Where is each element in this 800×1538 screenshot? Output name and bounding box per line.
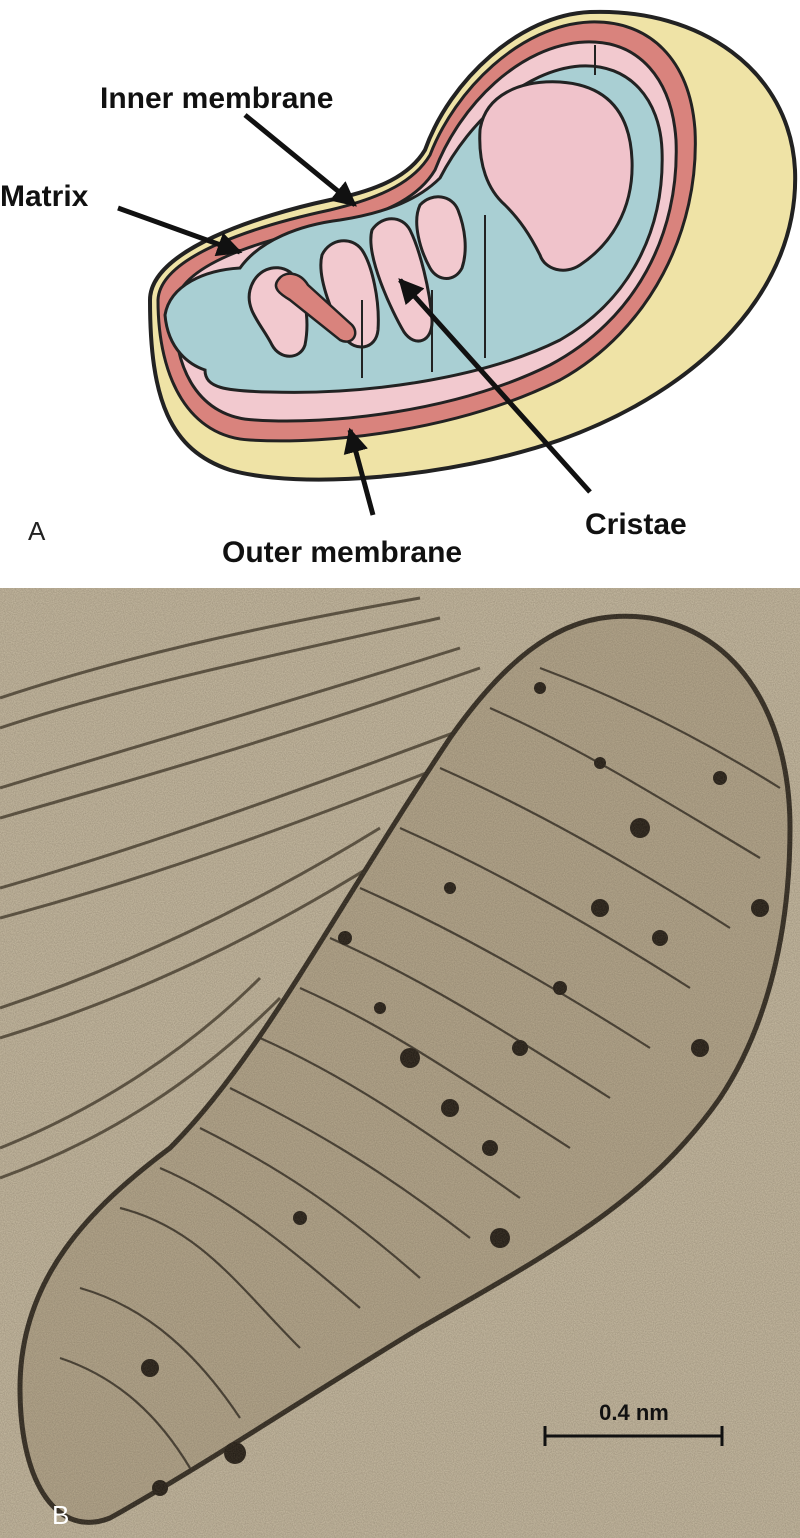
arrow-matrix (117, 205, 243, 257)
diagram-panel-a: Inner membrane Matrix Cristae Outer memb… (0, 0, 800, 588)
scale-bar-label: 0.4 nm (599, 1400, 669, 1425)
arrow-inner-membrane (243, 113, 357, 207)
label-outer-membrane: Outer membrane (222, 536, 462, 569)
label-matrix: Matrix (0, 180, 89, 213)
micrograph-panel-b: 0.4 nm B (0, 588, 800, 1538)
micrograph-grain (0, 588, 800, 1538)
label-inner-membrane: Inner membrane (100, 82, 333, 115)
arrow-cristae (398, 278, 592, 494)
crista-large (478, 80, 634, 272)
scale-bar: 0.4 nm (543, 1400, 724, 1446)
crista-inner-red (274, 272, 357, 343)
arrow-outer-membrane (343, 427, 376, 516)
label-cristae: Cristae (585, 508, 687, 541)
panel-letter-a: A (28, 516, 46, 546)
crista-fold-4 (415, 195, 467, 280)
electron-micrograph: 0.4 nm B (0, 588, 800, 1538)
mitochondrion-schematic: Inner membrane Matrix Cristae Outer memb… (0, 9, 798, 569)
panel-letter-b: B (52, 1500, 69, 1530)
